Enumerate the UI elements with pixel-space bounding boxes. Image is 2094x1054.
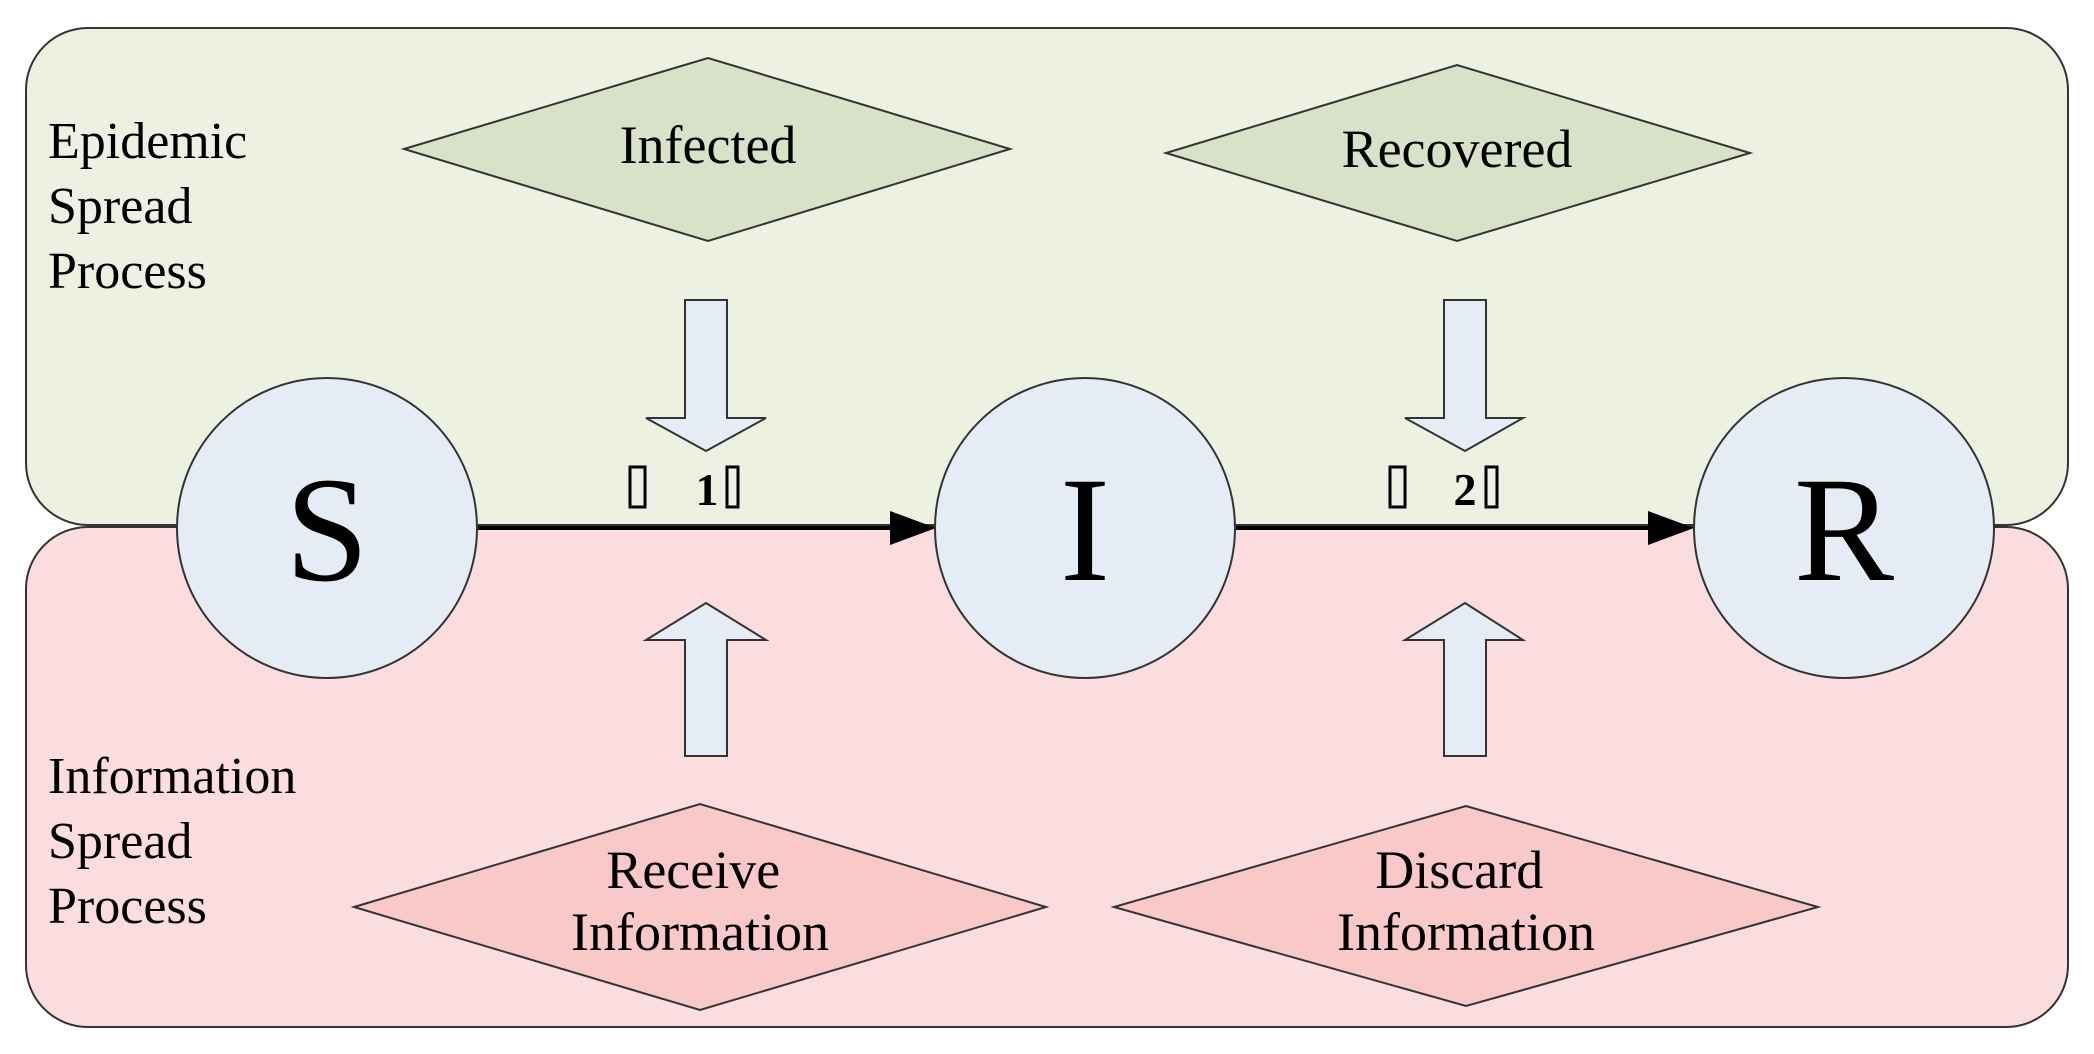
epidemic-panel-label: Epidemic Spread Process: [48, 113, 260, 300]
epidemic-label-line-3: Process: [48, 243, 207, 300]
rate-2-left-glyph-box: [1388, 465, 1407, 509]
s-node: [176, 377, 478, 679]
discard-information-label: Discard Information: [1337, 840, 1595, 962]
rate-1-left-glyph-box: [628, 465, 647, 509]
r-node: [1693, 377, 1995, 679]
recovered-diamond: [1162, 63, 1754, 243]
infected-down-arrow: [645, 299, 767, 453]
discard-line-1: Discard: [1375, 840, 1543, 900]
information-label-line-1: Information: [48, 748, 296, 805]
infected-label: Infected: [620, 115, 797, 175]
discard-line-2: Information: [1337, 902, 1595, 962]
infected-diamond: [400, 56, 1014, 243]
rate-1-value: 1: [696, 464, 719, 515]
recovered-label: Recovered: [1342, 119, 1573, 179]
r-node-label: R: [1794, 447, 1894, 613]
epidemic-label-line-1: Epidemic: [48, 113, 247, 170]
epidemic-label-line-2: Spread: [48, 178, 192, 235]
i-node-label: I: [1060, 447, 1110, 613]
rate-label-1: 1: [628, 464, 740, 515]
rate-2-value: 2: [1454, 464, 1477, 515]
receive-line-1: Receive: [606, 840, 780, 900]
recovered-down-arrow: [1404, 299, 1527, 453]
rate-label-2: 2: [1388, 464, 1499, 515]
rate-2-right-glyph-box: [1484, 465, 1499, 509]
rate-1-right-glyph-box: [725, 465, 740, 509]
receive-line-2: Information: [571, 902, 829, 962]
information-panel-label: Information Spread Process: [48, 748, 309, 935]
s-to-i-arrowhead: [890, 511, 936, 545]
information-label-line-3: Process: [48, 878, 207, 935]
receive-up-arrow: [642, 601, 770, 757]
receive-information-diamond: [350, 802, 1050, 1012]
s-node-label: S: [285, 447, 368, 613]
discard-information-diamond: [1110, 804, 1822, 1008]
i-node: [934, 377, 1236, 679]
information-label-line-2: Spread: [48, 813, 192, 870]
i-to-r-arrowhead: [1648, 511, 1694, 545]
discard-up-arrow: [1401, 601, 1527, 757]
receive-information-label: Receive Information: [571, 840, 829, 962]
